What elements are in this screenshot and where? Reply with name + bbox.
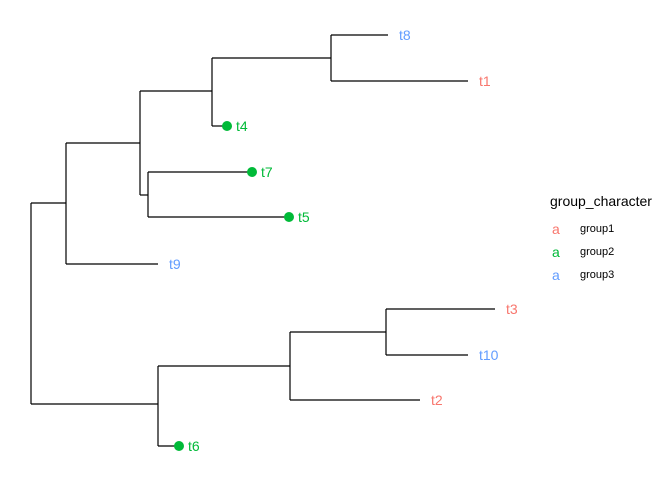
legend-key-group3: a: [552, 266, 560, 283]
legend-key-group2: a: [552, 243, 560, 260]
legend-title: group_character: [550, 193, 652, 209]
tip-label-t8: t8: [399, 27, 411, 43]
legend-key-group1: a: [552, 220, 560, 237]
legend-item-group1: a group1: [550, 217, 652, 240]
tip-label-t2: t2: [431, 392, 443, 408]
tip-point-t5: [284, 212, 294, 222]
tip-label-t5: t5: [298, 209, 310, 225]
legend: group_character a group1 a group2 a grou…: [550, 193, 652, 286]
tip-label-t10: t10: [479, 347, 499, 363]
tip-label-t1: t1: [479, 73, 491, 89]
legend-item-group3: a group3: [550, 263, 652, 286]
tip-point-t6: [174, 441, 184, 451]
tip-point-t7: [247, 167, 257, 177]
tip-label-t4: t4: [236, 118, 248, 134]
tip-label-t9: t9: [169, 256, 181, 272]
legend-label-group1: group1: [580, 222, 615, 235]
legend-label-group2: group2: [580, 245, 615, 258]
tip-label-t6: t6: [188, 438, 200, 454]
tip-point-t4: [222, 121, 232, 131]
legend-item-group2: a group2: [550, 240, 652, 263]
legend-label-group3: group3: [580, 268, 615, 281]
tip-label-t3: t3: [506, 301, 518, 317]
tip-label-t7: t7: [261, 164, 273, 180]
